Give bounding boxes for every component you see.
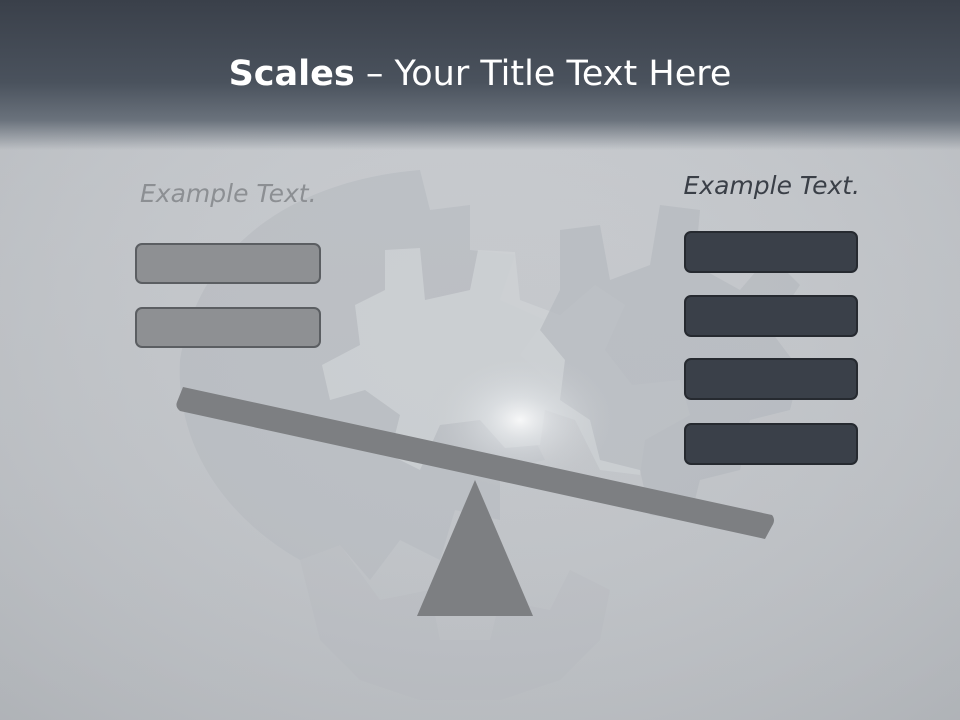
title-bar xyxy=(0,0,960,150)
title-bold-part: Scales xyxy=(228,54,355,94)
slide-title: Scales – Your Title Text Here xyxy=(0,52,960,96)
right-heading: Example Text. xyxy=(683,171,860,200)
right-text-box-3[interactable] xyxy=(684,358,858,400)
left-text-box-1[interactable] xyxy=(135,243,321,284)
balance-beam xyxy=(176,387,774,539)
title-rest-part: – Your Title Text Here xyxy=(354,54,732,94)
right-text-box-1[interactable] xyxy=(684,231,858,273)
left-heading: Example Text. xyxy=(140,179,317,208)
right-text-box-2[interactable] xyxy=(684,295,858,337)
left-text-box-2[interactable] xyxy=(135,307,321,348)
fulcrum-triangle xyxy=(417,480,533,616)
right-text-box-4[interactable] xyxy=(684,423,858,465)
